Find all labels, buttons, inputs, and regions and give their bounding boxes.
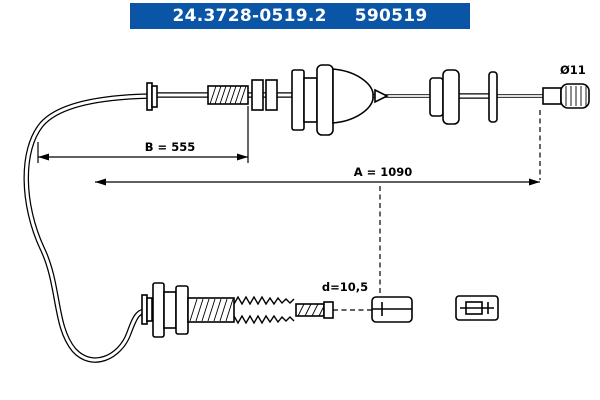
bellows [233, 295, 295, 306]
part-number: 24.3728-0519.2 [172, 6, 327, 26]
catalog-number: 590519 [354, 6, 428, 26]
retaining-clip [455, 295, 499, 321]
header-bar: 24.3728-0519.2 590519 [130, 3, 470, 29]
diameter-label: Ø11 [560, 63, 586, 77]
cable-end-cap [560, 83, 590, 109]
lower-end-assembly [141, 282, 413, 338]
dimension-d-label: d=10,5 [322, 280, 368, 294]
dimension-a-label: A = 1090 [354, 165, 413, 179]
dimension-a: A = 1090 [95, 110, 541, 295]
rubber-boot [332, 68, 374, 124]
dimension-b: B = 555 [37, 106, 249, 163]
dimension-b-label: B = 555 [145, 140, 195, 154]
top-end-assembly [146, 64, 590, 136]
